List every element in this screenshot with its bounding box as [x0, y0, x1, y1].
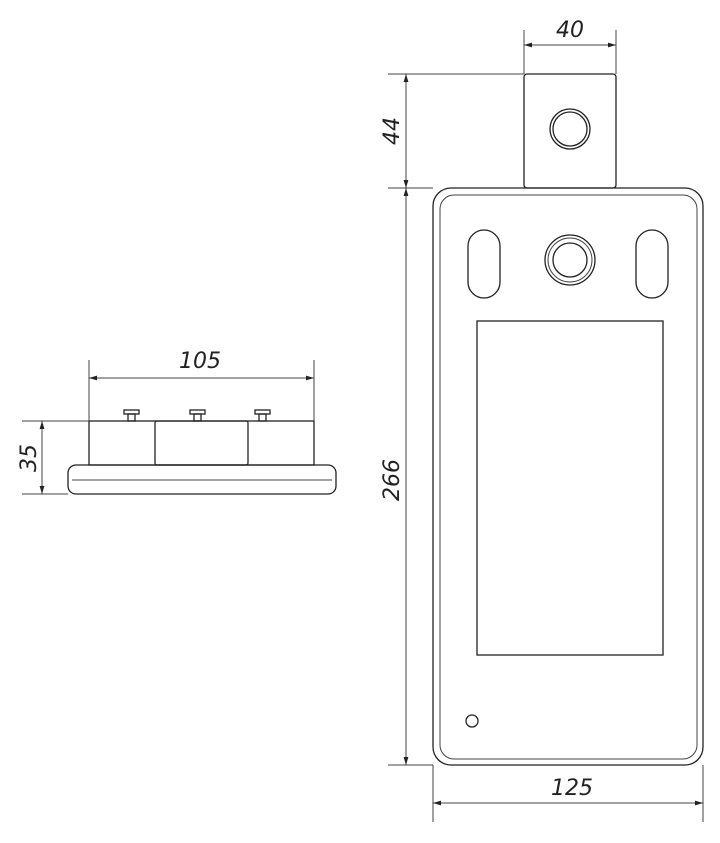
device-body — [432, 187, 704, 766]
bracket — [523, 73, 617, 189]
camera-icon — [544, 234, 596, 286]
dim-label-105: 105 — [179, 349, 221, 374]
dim-44: 44 — [380, 73, 524, 189]
left-sensor-slot — [467, 229, 501, 299]
dim-105: 105 — [88, 349, 315, 421]
dim-label-35: 35 — [17, 444, 42, 472]
dim-label-40: 40 — [556, 18, 584, 43]
side-view: 105 35 — [17, 349, 337, 495]
dim-35: 35 — [17, 420, 89, 495]
dim-40: 40 — [523, 18, 617, 74]
dim-label-44: 44 — [380, 117, 405, 145]
dim-label-125: 125 — [551, 776, 593, 801]
display-screen — [476, 320, 664, 656]
right-sensor-slot — [635, 229, 669, 299]
bracket-hole — [549, 108, 591, 150]
indicator-light — [465, 714, 479, 728]
side-pins — [123, 409, 271, 422]
dim-125: 125 — [432, 765, 704, 822]
front-view: 40 44 266 125 — [380, 18, 704, 822]
side-body — [88, 420, 315, 466]
dim-label-266: 266 — [380, 459, 405, 501]
dim-266: 266 — [380, 188, 433, 766]
side-block — [154, 420, 249, 466]
